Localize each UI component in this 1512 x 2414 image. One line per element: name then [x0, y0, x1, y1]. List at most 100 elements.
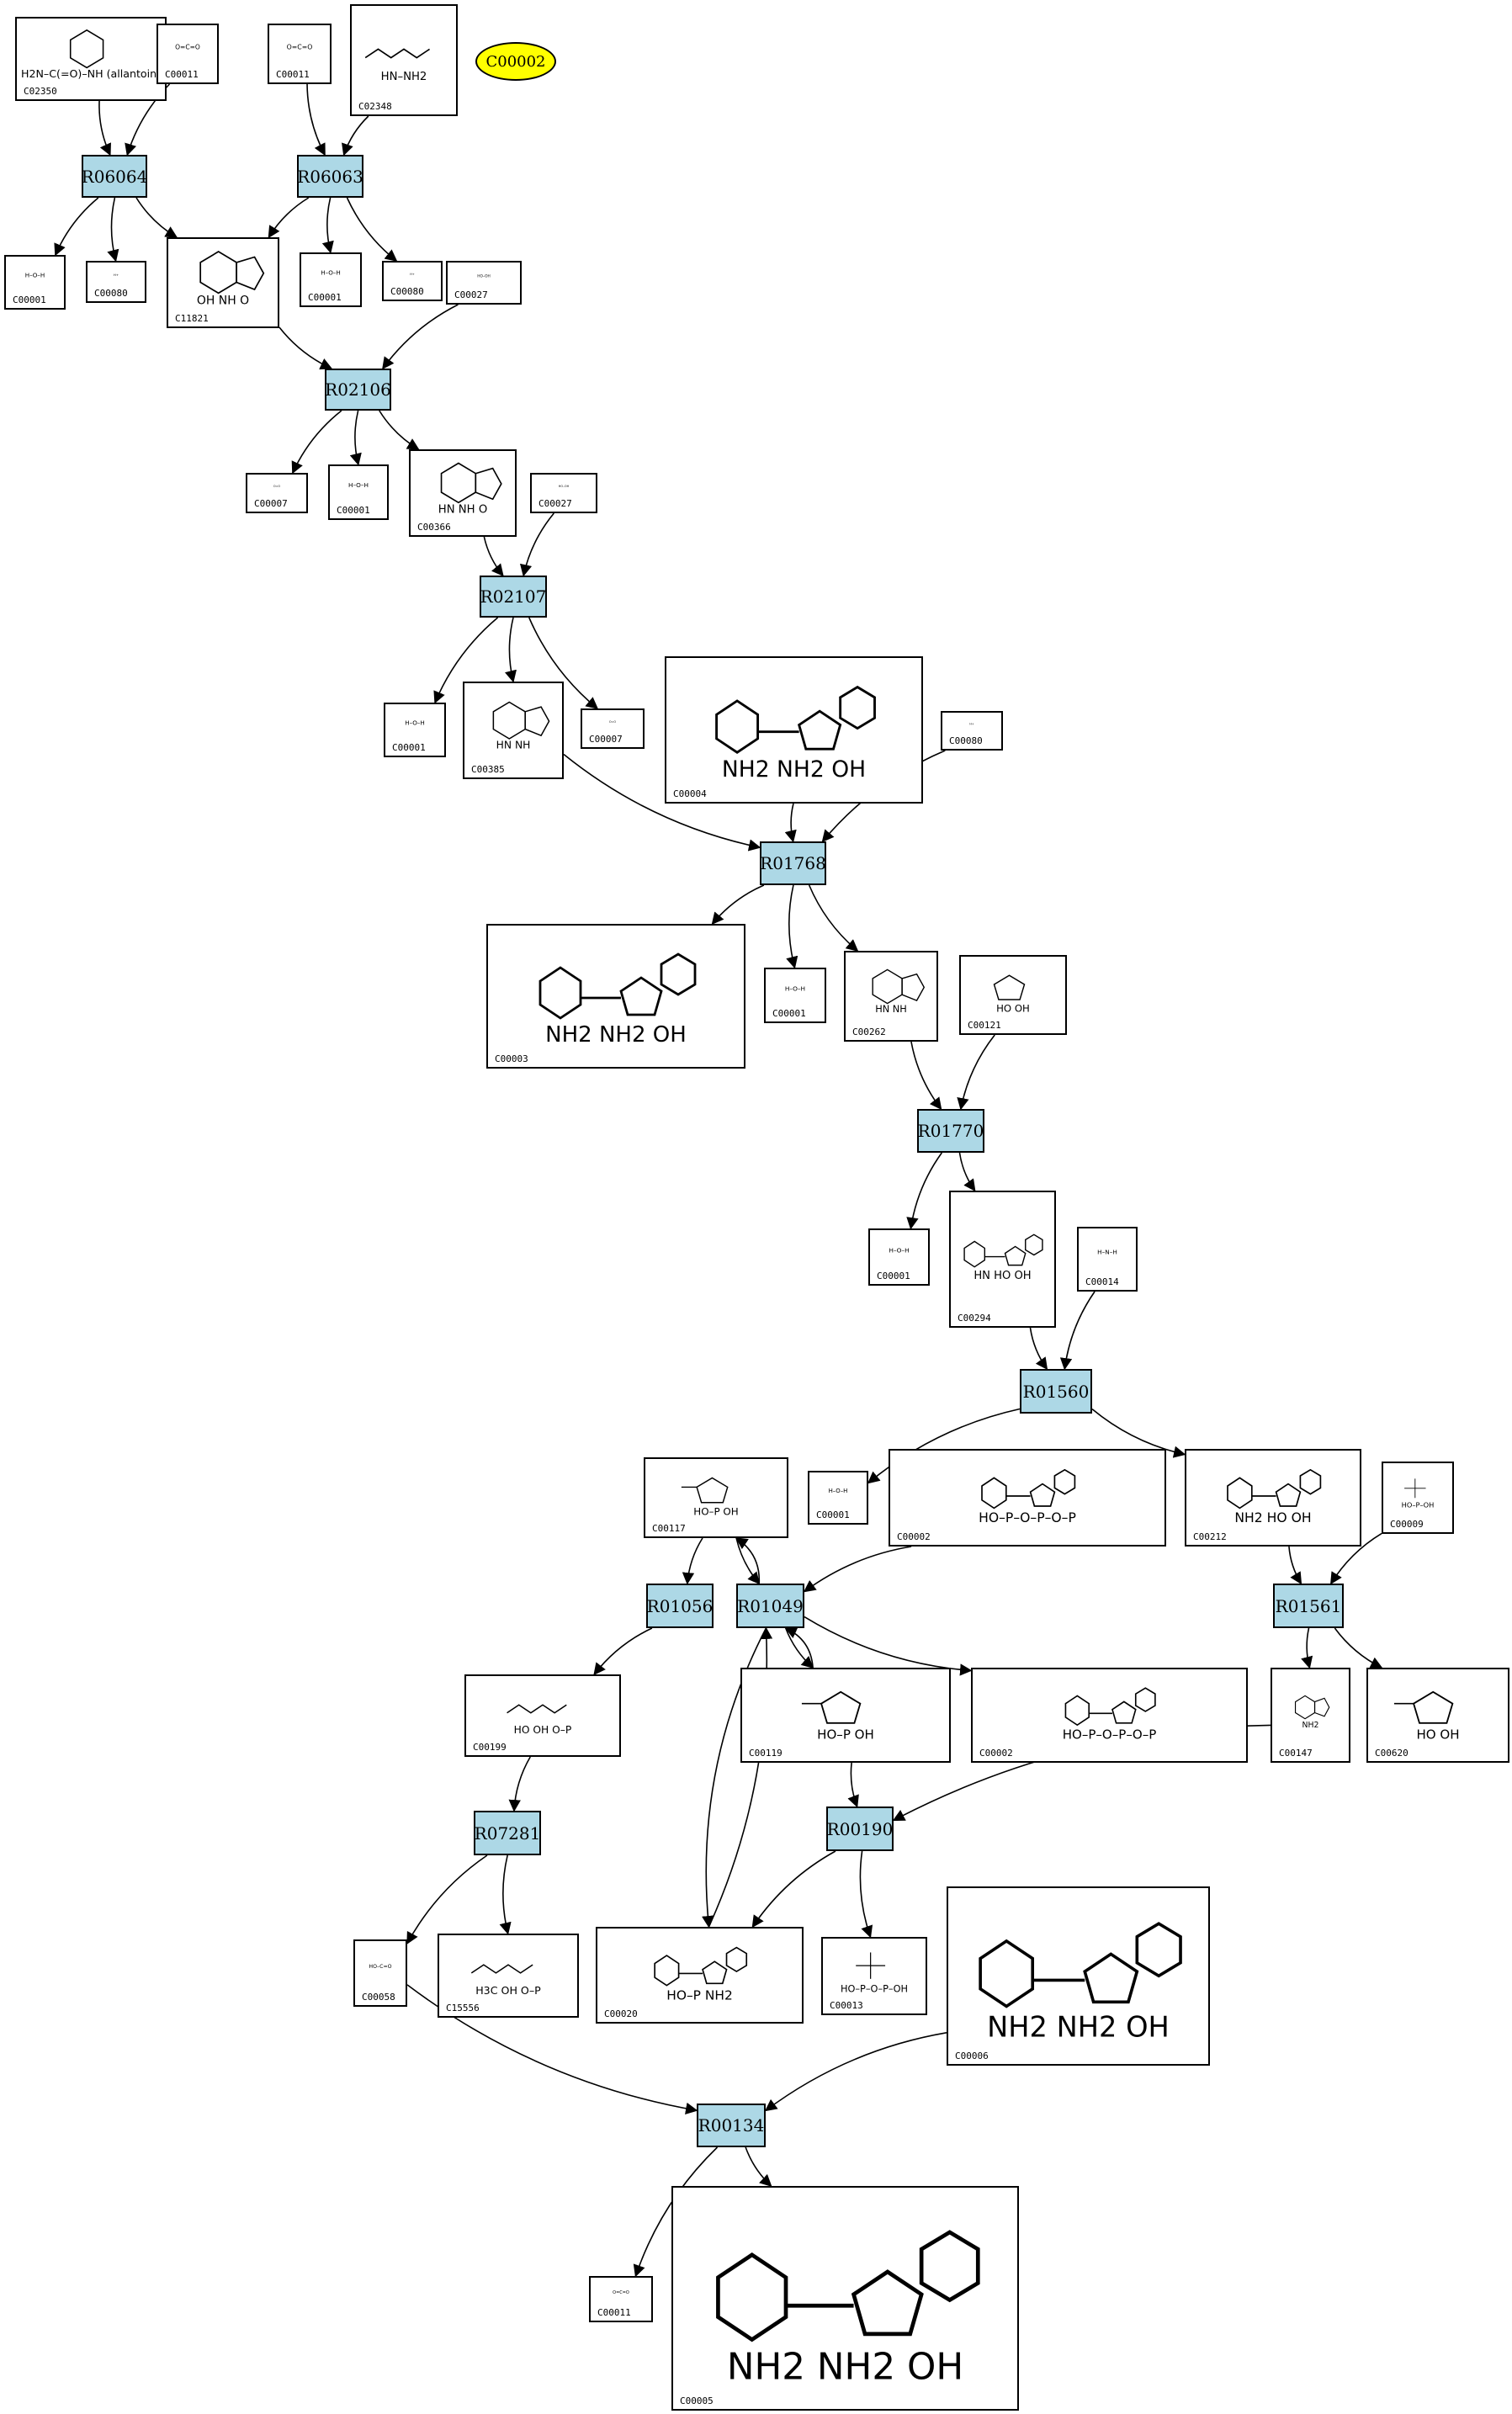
structure-label: O=C=O — [613, 2290, 629, 2295]
reaction-r01768[interactable]: R01768 — [760, 841, 826, 885]
edge-r01560-c00212 — [1091, 1408, 1186, 1458]
edge-r01056-c00199 — [593, 1627, 653, 1676]
compound-c00080[interactable]: H+C00080 — [382, 261, 443, 301]
structure-label: OH NH O — [197, 294, 249, 307]
reaction-r01049[interactable]: R01049 — [736, 1584, 804, 1628]
compound-id: C00014 — [1085, 1276, 1119, 1287]
reaction-r00190[interactable]: R00190 — [826, 1807, 894, 1851]
compound-id: C02348 — [358, 101, 392, 112]
compound-structure: HN–NH2 — [357, 11, 451, 96]
reaction-r02106[interactable]: R02106 — [325, 369, 391, 411]
structure-label: HO–P–O–P–O–P — [979, 1510, 1076, 1525]
edge-c00199-r07281 — [508, 1756, 531, 1812]
structure-label: NH2 HO OH — [1234, 1510, 1311, 1525]
edge-c00002a-r01049 — [803, 1546, 912, 1593]
reaction-r01770[interactable]: R01770 — [917, 1109, 984, 1153]
reaction-r02107[interactable]: R02107 — [480, 576, 547, 618]
compound-structure: HN HO OH — [956, 1197, 1049, 1308]
compound-c02350[interactable]: H2N–C(=O)–NH (allantoin)C02350 — [15, 17, 167, 101]
structure-label: HN–NH2 — [381, 71, 427, 83]
edge-r02106-c00366 — [379, 410, 420, 450]
compound-structure: NH2 NH2 OH — [678, 2193, 1012, 2390]
compound-structure: HO–P–O–P–OH — [828, 1944, 920, 1995]
structure-label: H–O–H — [405, 719, 425, 727]
compound-structure: OH NH O — [173, 244, 273, 308]
compound-structure: HN NH O — [416, 456, 510, 517]
reaction-r06063[interactable]: R06063 — [297, 155, 363, 198]
edge-r01768-c00003 — [711, 884, 765, 926]
compound-c00080[interactable]: H+C00080 — [941, 711, 1003, 751]
reaction-r01056[interactable]: R01056 — [646, 1584, 714, 1628]
compound-id: C00294 — [958, 1313, 991, 1324]
compound-structure: H–O–H — [11, 262, 59, 289]
compound-structure: HO OH — [966, 962, 1060, 1015]
compound-c00009[interactable]: HO–P–OH C00009 — [1382, 1462, 1454, 1534]
compound-id: C00001 — [816, 1509, 850, 1520]
highlighted-compound-c00002[interactable]: C00002 — [475, 42, 556, 81]
compound-structure: HO–P–OH — [1388, 1468, 1447, 1514]
structure-label: HO–P OH — [817, 1727, 874, 1742]
compound-id: C00009 — [1390, 1519, 1424, 1530]
reaction-r01560[interactable]: R01560 — [1020, 1369, 1092, 1414]
structure-label: O=O — [273, 485, 281, 488]
edge-r07281-c15556 — [499, 1854, 512, 1935]
reaction-r00134[interactable]: R00134 — [697, 2104, 766, 2147]
edge-r01770-c00294 — [958, 1152, 976, 1192]
compound-structure: H+ — [93, 268, 140, 283]
compound-id: C00262 — [852, 1027, 886, 1037]
edge-r02106-c00001c — [349, 410, 362, 466]
structure-label: H+ — [114, 273, 119, 277]
reaction-r01561[interactable]: R01561 — [1273, 1584, 1344, 1628]
edge-r00190-c00020 — [751, 1850, 836, 1929]
compound-id: C00006 — [955, 2051, 989, 2061]
compound-c00080[interactable]: H+C00080 — [86, 261, 146, 303]
structure-label: HO–P–O–P–OH — [841, 1983, 908, 1995]
edge-c00262-r01770 — [910, 1041, 942, 1111]
edge-c00117-r01056 — [682, 1537, 703, 1585]
reaction-r06064[interactable]: R06064 — [82, 155, 147, 198]
structure-label: H+ — [969, 723, 974, 726]
compound-structure: H–O–H — [390, 709, 439, 737]
compound-c00294[interactable]: HN HO OH C00294 — [949, 1191, 1056, 1328]
compound-structure: HO OH — [1373, 1674, 1503, 1743]
reaction-r07281[interactable]: R07281 — [474, 1811, 541, 1855]
